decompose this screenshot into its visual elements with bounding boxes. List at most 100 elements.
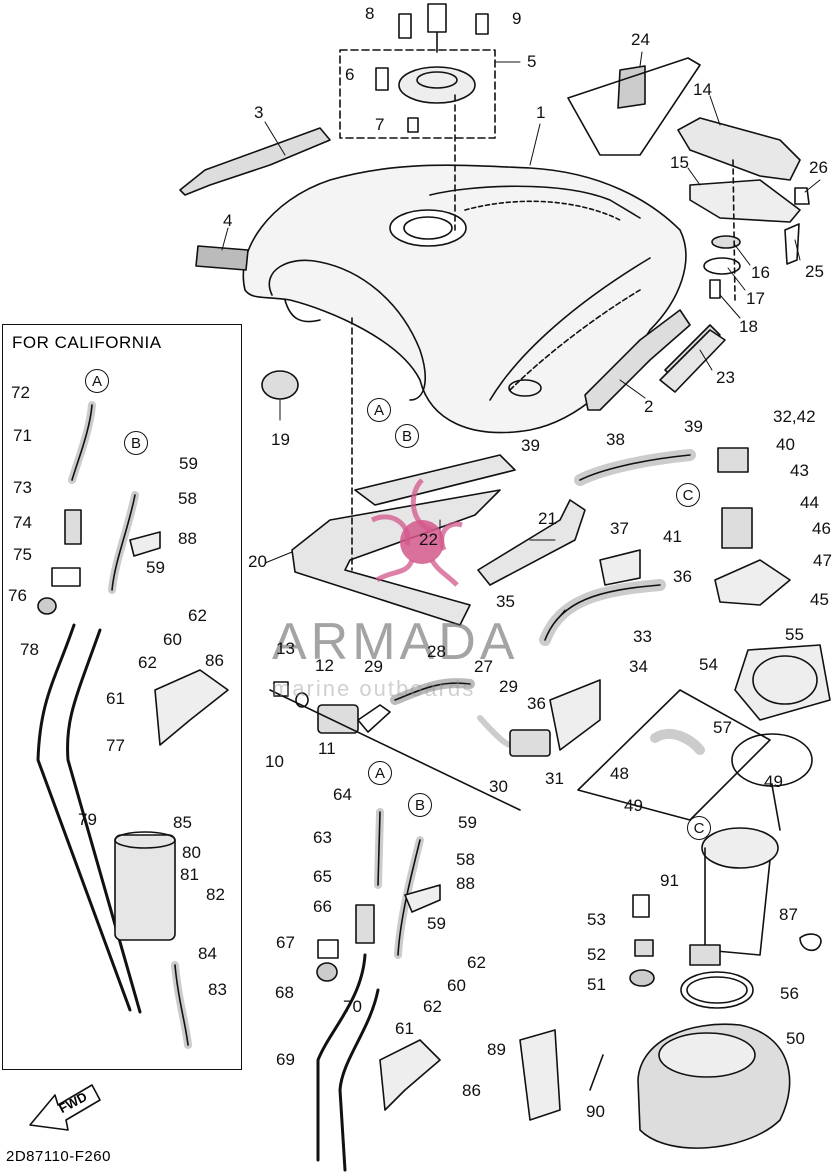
part-label: 45 [810,590,829,609]
part-label: 52 [587,945,606,964]
lower-hose-set [316,808,441,1172]
part-label: 7 [375,115,385,134]
part-label: 57 [713,718,732,737]
part-label: 58 [178,489,197,508]
part-label: 64 [333,785,352,804]
connector-b-lower: B [408,793,432,817]
part-label: 27 [474,657,493,676]
watermark-subtitle: marine outboards [272,676,476,701]
part-label: 65 [313,867,332,886]
part-label: 88 [456,874,475,893]
part-label: 16 [751,263,770,282]
connector-c-right: C [676,483,700,507]
connector-b-cal: B [124,431,148,455]
part-label: 54 [699,655,718,674]
part-label: 10 [265,752,284,771]
part-label: 81 [180,865,199,884]
part-label: 72 [11,383,30,402]
part-label: 2 [644,397,654,416]
part-label: 55 [785,625,804,644]
fwd-arrow [29,1084,101,1131]
part-label: 76 [8,586,27,605]
part-label: 62 [188,606,207,625]
part-label: 36 [673,567,692,586]
part-label: 20 [248,552,267,571]
part-label: 48 [610,764,629,783]
california-box [2,324,242,1070]
rear-mount-parts [567,57,810,301]
part-label: 29 [364,657,383,676]
part-label: 38 [606,430,625,449]
part-label: 61 [106,689,125,708]
part-label: 8 [365,4,375,23]
part-label: 30 [489,777,508,796]
part-label: 74 [13,513,32,532]
part-label: 82 [206,885,225,904]
part-label: 71 [13,426,32,445]
fuel-pump-parts [519,644,831,1149]
fuel-cock-parts [269,678,601,811]
part-label: 69 [276,1050,295,1069]
part-label: 15 [670,153,689,172]
part-label: 89 [487,1040,506,1059]
connector-a-cal: A [85,369,109,393]
part-label: 63 [313,828,332,847]
part-label: 32,42 [773,407,816,426]
part-label: 1 [536,103,546,122]
part-label: 39 [521,436,540,455]
part-label: 31 [545,769,564,788]
connector-c-pump: C [687,816,711,840]
part-label: 44 [800,493,819,512]
part-label: 80 [182,843,201,862]
watermark-disc-label: 22 [419,530,438,549]
part-label: 62 [423,997,442,1016]
part-label: 83 [208,980,227,999]
part-label: 36 [527,694,546,713]
fuel-tank [242,164,687,434]
part-label: 73 [13,478,32,497]
part-label: 56 [780,984,799,1003]
part-label: 3 [254,103,264,122]
part-label: 18 [739,317,758,336]
part-label: 59 [427,914,446,933]
connector-a-lower: A [368,761,392,785]
part-label: 85 [173,813,192,832]
part-label: 11 [318,739,336,758]
part-label: 84 [198,944,217,963]
part-label: 13 [276,639,295,658]
part-label: 77 [106,736,125,755]
part-label: 46 [812,519,831,538]
part-label: 53 [587,910,606,929]
part-label: 68 [275,983,294,1002]
part-label: 47 [813,551,832,570]
california-box-title: FOR CALIFORNIA [12,333,162,352]
part-label: 35 [496,592,515,611]
part-label: 34 [629,657,648,676]
part-label: 19 [271,430,290,449]
part-label: 12 [315,656,334,675]
part-label: 39 [684,417,703,436]
part-label: 88 [178,529,197,548]
part-label: 24 [631,30,650,49]
part-label: 14 [693,80,712,99]
part-label: 49 [624,796,643,815]
part-label: 62 [467,953,486,972]
part-label: 51 [587,975,606,994]
connector-b-top: B [395,424,419,448]
part-label: 40 [776,435,795,454]
part-label: 91 [660,871,679,890]
part-label: 33 [633,627,652,646]
part-label: 87 [779,905,798,924]
part-label: 41 [663,527,682,546]
part-label: 43 [790,461,809,480]
part-label: 78 [20,640,39,659]
part-label: 59 [179,454,198,473]
part-label: 6 [345,65,355,84]
connector-a-top: A [367,398,391,422]
part-label: 21 [538,509,557,528]
part-label: 9 [512,9,522,28]
part-label: 23 [716,368,735,387]
part-label: 26 [809,158,828,177]
